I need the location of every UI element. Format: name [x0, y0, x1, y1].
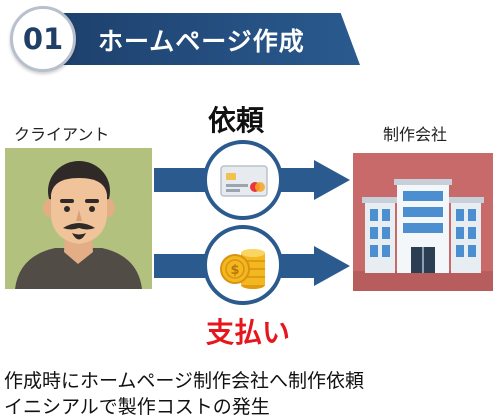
step-banner: [38, 13, 360, 65]
office-building-icon: [353, 179, 493, 291]
step-number: 01: [22, 22, 64, 56]
credit-card-icon: [220, 165, 268, 197]
client-label: クライアント: [14, 125, 110, 144]
svg-text:$: $: [230, 263, 239, 278]
caption-line-2: イニシアルで製作コストの発生: [4, 396, 270, 418]
caption-line-1: 作成時にホームページ制作会社へ制作依頼: [4, 370, 365, 392]
company-panel: [353, 153, 493, 291]
step-title: ホームページ作成: [98, 27, 305, 56]
coin-stack-icon: $: [220, 249, 265, 289]
request-label: 依頼: [208, 104, 265, 137]
step-badge: 01: [10, 6, 76, 72]
company-label: 制作会社: [383, 125, 448, 144]
payment-label: 支払い: [206, 316, 291, 349]
client-panel: [5, 148, 152, 289]
man-avatar-icon: [15, 161, 142, 289]
request-icon-circle: [203, 140, 283, 220]
payment-icon-circle: $: [203, 225, 283, 305]
